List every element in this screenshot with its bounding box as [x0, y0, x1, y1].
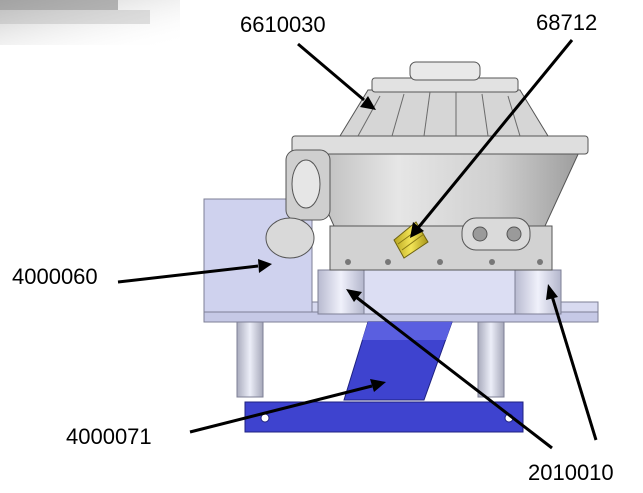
regulator-body	[265, 61, 589, 271]
callout-label-side-plate: 4000060	[12, 264, 98, 289]
callout-label-fitting: 68712	[536, 10, 598, 35]
arrow-2010010-right	[550, 295, 598, 441]
arrow-2010010-left	[355, 295, 553, 450]
arrowhead-2010010-left	[346, 289, 362, 302]
arrow-68712	[416, 39, 574, 229]
support-posts	[236, 321, 505, 398]
arrowhead-4000060	[258, 259, 272, 273]
arrow-6610030	[297, 42, 365, 102]
arrowhead-4000071	[370, 379, 386, 392]
corner-artifact	[0, 0, 180, 45]
callout-label-standoffs: 2010010	[528, 460, 614, 485]
arrowhead-68712	[410, 222, 424, 238]
callout-label-regulator: 6610030	[240, 12, 326, 37]
callout-label-mount-bracket: 4000071	[66, 424, 152, 449]
arrow-4000060	[117, 264, 259, 284]
arrowhead-6610030	[360, 96, 376, 110]
arrowhead-2010010-right	[546, 284, 558, 300]
arrow-4000071	[189, 384, 373, 434]
callout-arrows	[117, 39, 598, 450]
